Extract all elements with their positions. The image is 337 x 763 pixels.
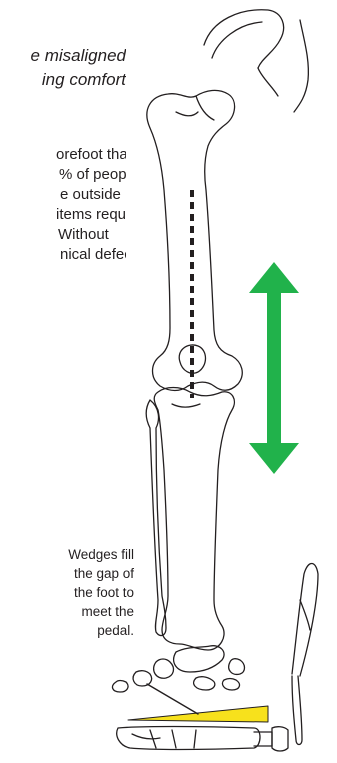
green-double-arrow <box>249 262 299 474</box>
pedal-assembly <box>254 564 318 752</box>
tibia-bone <box>154 388 234 651</box>
shoe-sole <box>117 727 260 750</box>
fibula-bone <box>146 400 166 635</box>
pelvis <box>204 10 308 112</box>
callout-pointer <box>147 684 198 714</box>
foot-bones <box>113 646 245 692</box>
